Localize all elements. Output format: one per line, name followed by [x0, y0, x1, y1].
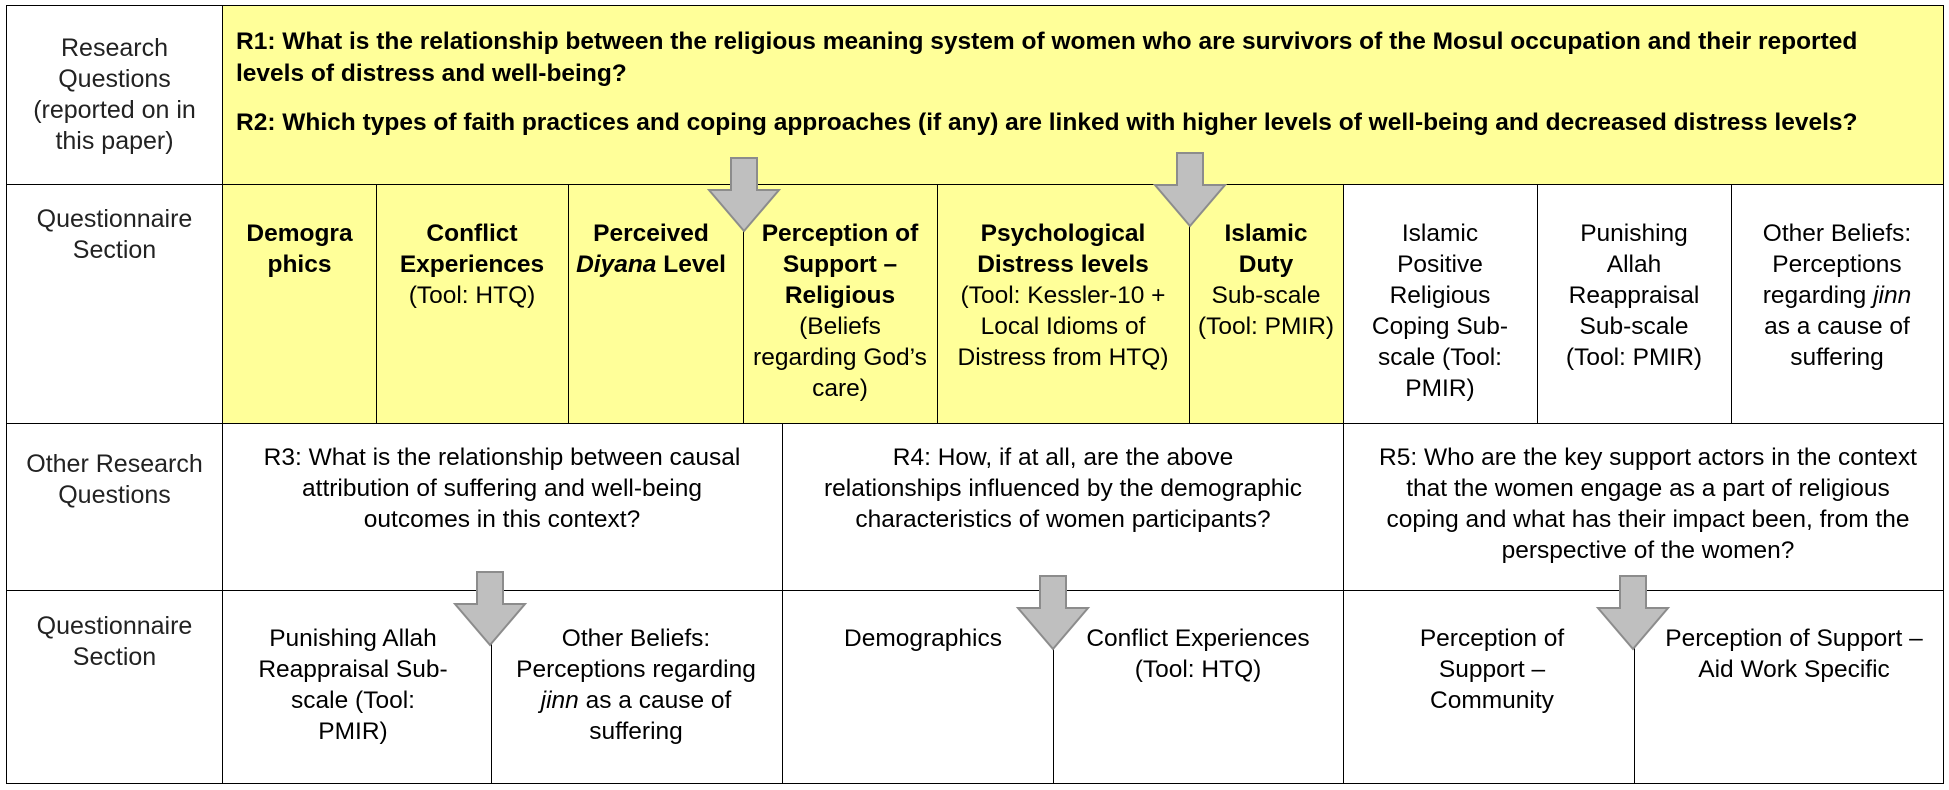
conflict-experiences-text-2: Conflict Experiences (Tool: HTQ) [1086, 625, 1310, 683]
research-question-r3: R3: What is the relationship between cau… [263, 444, 741, 533]
islamic-duty-sub: Sub-scale (Tool: PMIR) [1197, 282, 1335, 340]
row-label-other-research-questions: Other Research Questions [26, 450, 203, 509]
perceived-diyana-level-title: Perceived Diyana Level [575, 218, 727, 280]
perception-support-religious-sub: (Beliefs regarding God’s care) [753, 313, 927, 402]
section-cell-islamic-duty: Islamic Duty Sub-scale (Tool: PMIR) [1189, 184, 1344, 424]
divider-r4 [1053, 641, 1054, 783]
research-question-cell-r4: R4: How, if at all, are the above relati… [782, 423, 1344, 591]
conflict-experiences-title: Conflict Experiences [399, 220, 545, 278]
section-cell-conflict-experiences: Conflict Experiences (Tool: HTQ) [376, 184, 569, 424]
other-beliefs-2-part-b: as a cause of suffering [578, 687, 732, 745]
research-question-cell-r3: R3: What is the relationship between cau… [222, 423, 783, 591]
section-cell-punishing-allah-1: Punishing Allah Reappraisal Sub-scale (T… [1537, 184, 1732, 424]
conflict-experiences-text: Conflict Experiences (Tool: HTQ) [377, 218, 567, 311]
section-cell-islamic-positive-coping: Islamic Positive Religious Coping Sub-sc… [1343, 184, 1538, 424]
section-group-r3: Punishing Allah Reappraisal Sub-scale (T… [222, 590, 783, 784]
row-label-questionnaire-section-2: Questionnaire Section [36, 612, 193, 671]
row-label-cell-questionnaire-section-2: Questionnaire Section [6, 590, 223, 784]
perceived-diyana-title-part-b: Level [656, 251, 726, 278]
other-beliefs-2-part-a: Other Beliefs: Perceptions regarding [516, 625, 756, 683]
section-group-r4: Demographics Conflict Experiences (Tool:… [782, 590, 1344, 784]
section-cell-perception-support-religious: Perception of Support – Religious (Belie… [743, 184, 938, 424]
section-cell-other-beliefs-1: Other Beliefs: Perceptions regarding jin… [1731, 184, 1944, 424]
research-question-r4: R4: How, if at all, are the above relati… [823, 444, 1303, 533]
research-question-cell-r5: R5: Who are the key support actors in th… [1343, 423, 1944, 591]
arrow-down-icon-r2 [1152, 152, 1228, 228]
perception-support-community-text: Perception of Support – Community [1419, 625, 1565, 714]
arrow-down-icon-r5 [1595, 575, 1671, 651]
perception-support-religious-text: Perception of Support – Religious (Belie… [748, 218, 932, 404]
perception-support-religious-title: Perception of Support – Religious [761, 220, 919, 309]
other-beliefs-text-1: Other Beliefs: Perceptions regarding jin… [1752, 218, 1922, 373]
perception-support-aid-work-text: Perception of Support – Aid Work Specifi… [1665, 625, 1923, 683]
psychological-distress-text: Psychological Distress levels (Tool: Kes… [950, 218, 1176, 373]
psychological-distress-tool: (Tool: Kessler-10 + Local Idioms of Dist… [957, 282, 1169, 371]
research-question-r2: R2: Which types of faith practices and c… [236, 109, 1858, 136]
other-beliefs-1-part-a: Other Beliefs: Perceptions regarding [1762, 220, 1912, 309]
research-questions-box: R1: What is the relationship between the… [222, 5, 1944, 185]
row-label-cell-other-research-questions: Other Research Questions [6, 423, 223, 591]
row-label-questionnaire-section-1: Questionnaire Section [36, 205, 193, 264]
divider-r5 [1634, 641, 1635, 783]
punishing-allah-text-2: Punishing Allah Reappraisal Sub-scale (T… [258, 625, 448, 745]
islamic-positive-coping-text: Islamic Positive Religious Coping Sub-sc… [1371, 220, 1509, 402]
section-cell-psychological-distress: Psychological Distress levels (Tool: Kes… [937, 184, 1190, 424]
arrow-down-icon-r4 [1015, 575, 1091, 651]
psychological-distress-title: Psychological Distress levels [977, 220, 1149, 278]
conflict-experiences-tool: (Tool: HTQ) [408, 282, 536, 309]
other-beliefs-text-2: Other Beliefs: Perceptions regarding jin… [511, 623, 761, 747]
other-beliefs-1-emphasis: jinn [1873, 282, 1912, 309]
research-question-r1: R1: What is the relationship between the… [236, 28, 1858, 87]
section-cell-perceived-diyana-level: Perceived Diyana Level [568, 184, 744, 424]
islamic-duty-text: Islamic Duty Sub-scale (Tool: PMIR) [1196, 218, 1336, 342]
demographics-text-2: Demographics [844, 625, 1002, 652]
other-beliefs-2-emphasis: jinn [540, 687, 579, 714]
perceived-diyana-title-part-a: Perceived [593, 220, 709, 247]
perceived-diyana-title-emphasis: Diyana [576, 251, 657, 278]
arrow-down-icon-r1 [706, 157, 782, 233]
research-question-r5: R5: Who are the key support actors in th… [1379, 444, 1917, 564]
punishing-allah-text-1: Punishing Allah Reappraisal Sub-scale (T… [1565, 220, 1703, 371]
islamic-duty-title: Islamic Duty [1224, 220, 1308, 278]
row-label-research-questions: Research Questions (reported on in this … [33, 34, 196, 155]
other-beliefs-1-part-b: as a cause of suffering [1764, 313, 1910, 371]
row-label-cell-questionnaire-section-1: Questionnaire Section [6, 184, 223, 424]
divider-r3 [491, 641, 492, 783]
arrow-down-icon-r3 [452, 571, 528, 647]
row-label-cell-research-questions: Research Questions (reported on in this … [6, 5, 223, 185]
